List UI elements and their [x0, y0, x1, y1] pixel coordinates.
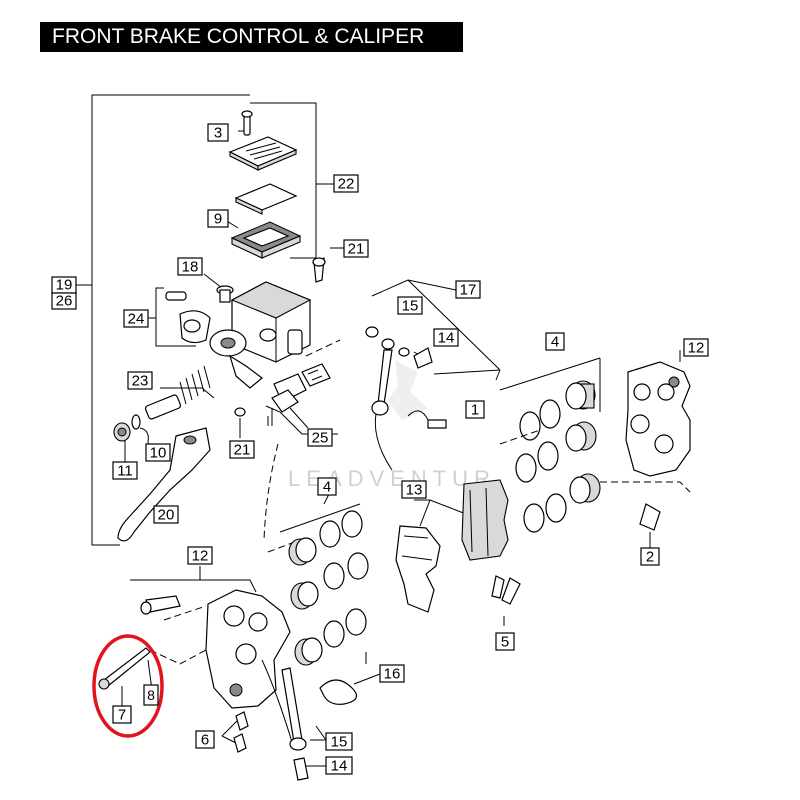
svg-text:11: 11 — [117, 463, 133, 480]
callout-1: 1 — [465, 400, 485, 419]
bolt-part-2 — [639, 503, 661, 548]
svg-text:12: 12 — [688, 340, 705, 357]
svg-text:2: 2 — [646, 549, 654, 566]
svg-text:24: 24 — [128, 311, 145, 328]
callout-7: 7 — [112, 705, 132, 724]
reservoir-body — [209, 281, 312, 389]
callout-24: 24 — [123, 309, 149, 328]
bushing-part-11 — [113, 422, 131, 462]
highlight-circle — [92, 634, 164, 738]
svg-text:22: 22 — [338, 176, 355, 193]
diaphragm-part-9 — [221, 217, 302, 259]
callout-4-bottom: 4 — [317, 477, 337, 496]
caliper-half-part-12-left — [130, 566, 291, 709]
svg-text:17: 17 — [460, 282, 477, 299]
callout-5: 5 — [495, 632, 515, 651]
callout-20: 20 — [153, 505, 179, 524]
clamp-part-24 — [148, 287, 211, 347]
svg-text:3: 3 — [214, 125, 222, 142]
svg-text:10: 10 — [150, 445, 167, 462]
callout-15-top: 15 — [397, 296, 423, 315]
callout-4-top: 4 — [545, 332, 565, 351]
bolt-part-12-caliper — [140, 595, 181, 615]
svg-text:14: 14 — [331, 758, 348, 775]
piston-set-upper — [499, 357, 691, 533]
assembly-bracket-19-26 — [76, 94, 250, 546]
cap-part-18 — [203, 273, 234, 303]
svg-text:26: 26 — [56, 293, 73, 310]
callout-18: 18 — [177, 257, 203, 276]
svg-text:6: 6 — [201, 732, 209, 749]
callout-10: 10 — [145, 443, 171, 462]
svg-text:21: 21 — [348, 241, 365, 258]
svg-text:20: 20 — [158, 507, 175, 524]
callout-22: 22 — [333, 174, 359, 193]
svg-text:15: 15 — [402, 298, 419, 315]
svg-text:14: 14 — [438, 330, 455, 347]
svg-text:7: 7 — [118, 707, 126, 724]
switch-part-25 — [267, 389, 309, 429]
bracket-17 — [371, 279, 501, 381]
plate-part — [234, 183, 298, 215]
brake-pads-part-13 — [395, 479, 509, 613]
callout-13: 13 — [401, 480, 427, 499]
svg-text:13: 13 — [406, 482, 423, 499]
callout-12-bottom: 12 — [187, 546, 213, 565]
bleed-screws-part-6 — [221, 711, 249, 753]
callout-15-bottom: 15 — [325, 732, 353, 751]
callout-2: 2 — [640, 547, 660, 566]
title-bar: FRONT BRAKE CONTROL & CALIPER — [40, 22, 463, 52]
bracket-22 — [250, 102, 334, 259]
callout-14-bottom: 14 — [325, 756, 353, 775]
svg-text:21: 21 — [234, 442, 251, 459]
o-ring-part-16 — [319, 673, 381, 705]
callout-23: 23 — [127, 371, 153, 390]
callout-17: 17 — [455, 280, 481, 299]
svg-text:9: 9 — [214, 211, 222, 228]
svg-text:1: 1 — [471, 402, 479, 419]
brake-line-lower — [261, 659, 327, 781]
svg-text:16: 16 — [384, 666, 401, 683]
svg-text:4: 4 — [551, 334, 559, 351]
svg-text:15: 15 — [331, 734, 348, 751]
callout-12-top: 12 — [683, 338, 709, 357]
callout-14-top: 14 — [433, 328, 459, 347]
callout-11: 11 — [112, 461, 138, 480]
svg-text:23: 23 — [132, 373, 149, 390]
svg-text:12: 12 — [192, 548, 209, 565]
caliper-half-part-12-right — [625, 350, 691, 477]
brake-line-assembly — [263, 326, 447, 541]
callout-19: 19 — [51, 276, 77, 294]
callout-8: 8 — [143, 684, 159, 706]
svg-text:4: 4 — [323, 479, 331, 496]
callout-26: 26 — [51, 292, 77, 310]
callout-6: 6 — [195, 730, 215, 749]
callout-9: 9 — [207, 209, 229, 228]
screw-part-3 — [238, 110, 253, 136]
reservoir-cover-part-22 — [228, 136, 298, 171]
watermark-logo — [388, 360, 428, 420]
callout-16: 16 — [379, 664, 405, 683]
washer-part-21-mid — [234, 407, 246, 438]
callout-3: 3 — [207, 123, 229, 142]
pad-pin-part-5 — [491, 575, 521, 626]
svg-text:19: 19 — [56, 277, 73, 294]
svg-text:25: 25 — [312, 430, 329, 447]
callout-25: 25 — [307, 428, 333, 447]
spring-assembly-23 — [131, 365, 215, 430]
callout-21-top: 21 — [343, 239, 369, 258]
svg-text:8: 8 — [147, 687, 155, 703]
pin-part-7-8 — [98, 647, 207, 706]
callout-21-mid: 21 — [229, 440, 255, 459]
brake-lever-part-20 — [117, 427, 211, 542]
diagram-title: FRONT BRAKE CONTROL & CALIPER — [52, 25, 425, 48]
bleed-screw-part-21-top — [312, 247, 344, 283]
svg-text:5: 5 — [501, 634, 509, 651]
svg-text:18: 18 — [182, 259, 199, 276]
